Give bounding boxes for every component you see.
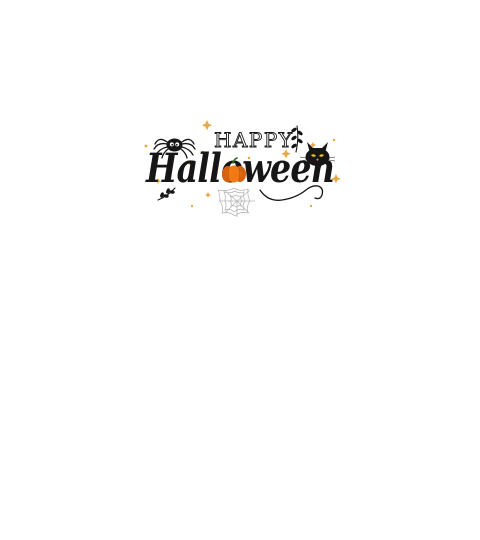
headline-top: HAPPY	[214, 128, 294, 152]
star-icon	[190, 204, 194, 208]
swirl-flourish	[259, 185, 324, 201]
star-icon	[155, 178, 161, 184]
star-icon	[201, 120, 213, 131]
star-icon	[205, 192, 211, 198]
star-icon	[310, 142, 316, 148]
star-icon	[309, 204, 313, 208]
star-icon	[247, 156, 251, 160]
star-icon	[188, 161, 194, 167]
halloween-logo: HAPPY	[140, 116, 346, 220]
star-icon	[331, 174, 341, 184]
star-icon	[271, 175, 275, 179]
spiderweb-icon	[217, 187, 255, 217]
pumpkin-icon	[222, 157, 246, 183]
halloween-logo-svg: HAPPY	[144, 120, 341, 217]
star-icon	[201, 150, 205, 154]
cat-icon	[299, 142, 336, 166]
spider-icon	[153, 138, 196, 159]
star-icon	[144, 144, 148, 148]
leaf-sprig-icon	[157, 187, 176, 201]
star-icon	[332, 138, 336, 142]
star-icon-group	[144, 120, 341, 208]
star-icon	[281, 149, 291, 159]
leaf-sprig-icon	[291, 125, 303, 153]
